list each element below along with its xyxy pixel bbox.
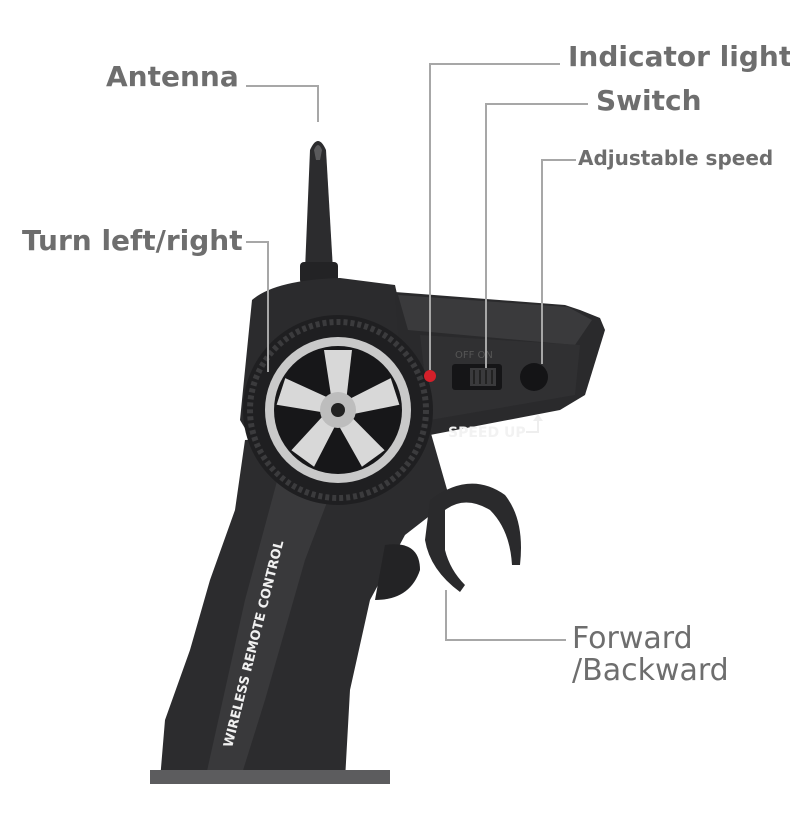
indicator-leader <box>429 63 560 370</box>
switch-label: Switch <box>596 84 702 117</box>
controller-body <box>150 278 605 784</box>
forward-leader <box>445 590 566 641</box>
forward-backward-label: Forward /Backward <box>572 623 729 686</box>
turn-leader <box>246 241 269 372</box>
switch-leader <box>485 103 588 368</box>
power-switch <box>452 364 502 390</box>
trigger <box>425 483 521 592</box>
indicator-led <box>424 370 436 382</box>
speed-up-arrowhead-icon <box>533 414 543 421</box>
steering-wheel <box>243 315 433 505</box>
speed-knob <box>520 363 548 391</box>
leader-lines <box>246 63 588 641</box>
switch-text: OFF ON <box>455 350 493 361</box>
antenna-leader <box>246 85 319 122</box>
indicator-label: Indicator light <box>568 40 790 73</box>
forward-label-line1: Forward <box>572 621 693 656</box>
antenna-label: Antenna <box>106 60 239 93</box>
speed-label: Adjustable speed <box>578 146 774 170</box>
speed-leader <box>541 159 576 364</box>
antenna <box>300 141 338 284</box>
speed-up-arrow-icon <box>526 418 539 433</box>
speed-up-text: SPEED UP <box>448 425 526 441</box>
turn-label: Turn left/right <box>22 224 243 257</box>
forward-label-line2: /Backward <box>572 652 729 688</box>
